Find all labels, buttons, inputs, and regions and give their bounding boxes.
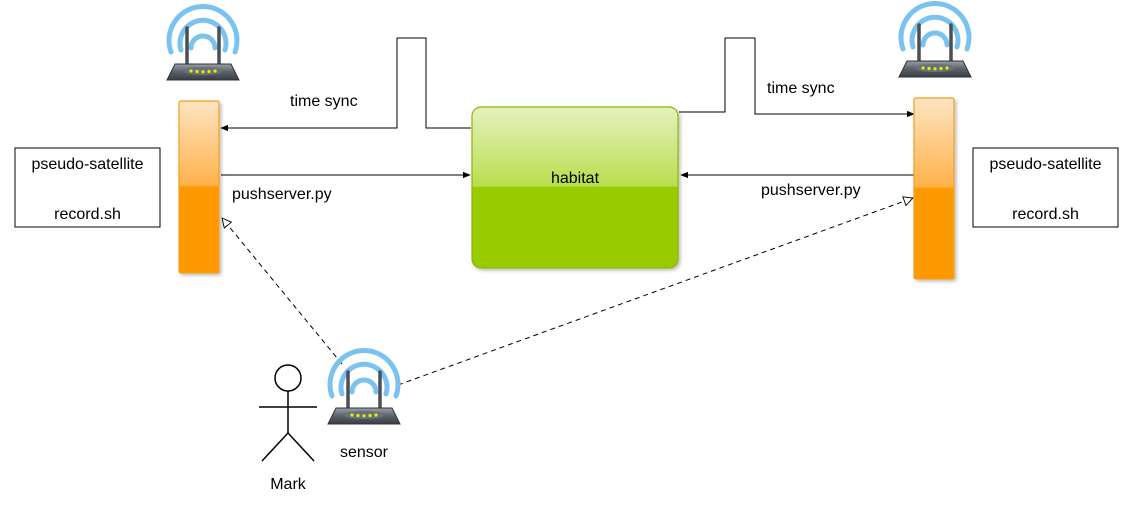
- right-time-sync-label: time sync: [767, 80, 835, 97]
- right-time-sync-edge: [679, 37, 915, 118]
- right-note-line2: record.sh: [1012, 206, 1079, 223]
- right-satellite-router-icon: [899, 4, 971, 77]
- sensor-to-right-edge: [397, 198, 913, 386]
- habitat-node: habitat: [471, 106, 679, 269]
- left-note-line1: pseudo-satellite: [31, 156, 143, 173]
- right-satellite-bar: [913, 97, 955, 280]
- right-note-line1: pseudo-satellite: [989, 156, 1101, 173]
- left-time-sync-edge: [220, 37, 471, 132]
- sensor-router-icon: [328, 351, 400, 424]
- left-push-label: pushserver.py: [232, 186, 332, 203]
- left-satellite-router-icon: [167, 7, 239, 80]
- sensor-label: sensor: [340, 444, 389, 461]
- sensor-to-left-edge: [222, 218, 343, 365]
- actor-label: Mark: [270, 476, 307, 493]
- habitat-label: habitat: [551, 170, 600, 187]
- right-push-label: pushserver.py: [761, 182, 861, 199]
- stick-figure-icon: [259, 364, 317, 462]
- right-pseudo-satellite-note: pseudo-satellite record.sh: [972, 147, 1119, 228]
- left-note-line2: record.sh: [54, 206, 121, 223]
- left-satellite-bar: [178, 100, 220, 274]
- left-time-sync-label: time sync: [290, 93, 358, 110]
- left-pseudo-satellite-note: pseudo-satellite record.sh: [14, 147, 161, 228]
